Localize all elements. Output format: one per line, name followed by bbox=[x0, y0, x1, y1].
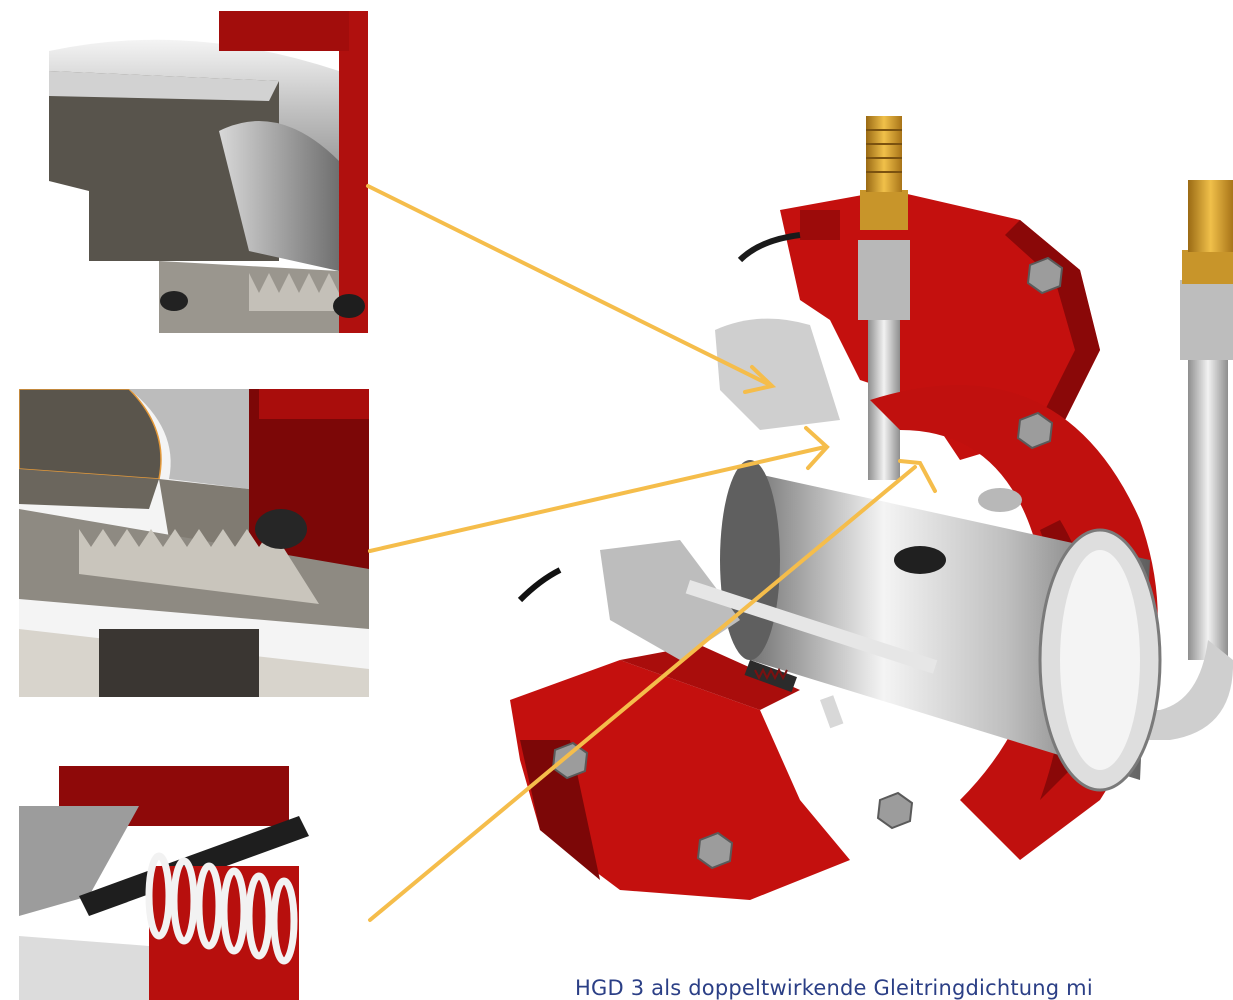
seal-assembly-cutaway bbox=[500, 100, 1233, 920]
detail-view-thread-pin bbox=[19, 389, 369, 697]
detail-view-seal-face bbox=[19, 11, 368, 333]
detail-view-spring bbox=[19, 766, 369, 1000]
figure-caption: HGD 3 als doppeltwirkende Gleitringdicht… bbox=[575, 976, 1093, 1000]
